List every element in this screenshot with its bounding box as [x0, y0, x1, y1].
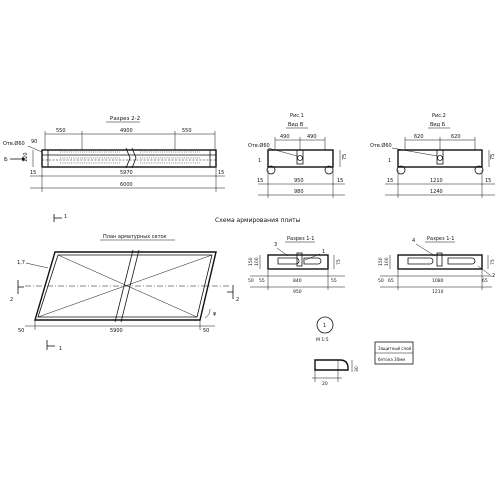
- dim-65-left: 65: [388, 278, 394, 284]
- dim-15-right: 15: [485, 178, 491, 184]
- dim-75: 75: [490, 259, 496, 265]
- detail-marker-circle: [316, 316, 334, 334]
- pos-1-7: 1,7: [17, 260, 25, 266]
- plan-mesh: План арматурных сеток 1 1,7 2 2 φ 50: [10, 214, 239, 352]
- dim-950: 950: [294, 178, 304, 184]
- detail-profile: [314, 359, 349, 371]
- dim-5970: 5970: [120, 170, 133, 176]
- cut-2-left: 2: [10, 297, 13, 303]
- dim-550-right: 550: [182, 128, 192, 134]
- dim-15-left: 15: [30, 170, 36, 176]
- dim-5900: 5900: [110, 328, 123, 334]
- dim-1240: 1240: [430, 189, 443, 195]
- cut-1-top: 1: [64, 214, 67, 220]
- section-2-2: Разрез 2-2 550 4900 550 Отв.Ø60 90 120 Б: [3, 116, 225, 192]
- dim-90: 90: [31, 139, 37, 145]
- dim-840: 840: [293, 278, 302, 284]
- dim-55-left: 55: [259, 278, 265, 284]
- cut-1-1-a-title: Разрез 1-1: [287, 236, 314, 242]
- dim-620-right: 620: [451, 134, 461, 140]
- pos-3: 3: [274, 242, 277, 248]
- cut-1-1-b: Разрез 1-1 4 2 150 100 75 50 65 1080 65 …: [378, 236, 496, 295]
- phi-label: φ: [213, 311, 217, 317]
- hole-label: Отв.Ø60: [370, 142, 392, 149]
- hole-label: Отв.Ø60: [3, 140, 25, 147]
- dim-1080: 1080: [432, 278, 444, 284]
- dim-50-right: 50: [203, 328, 209, 334]
- note-box: Защитный слой бетона 30мм: [374, 341, 414, 365]
- detail-1: 1 М 1:5 20 30: [312, 316, 360, 387]
- section-2-2-title: Разрез 2-2: [110, 116, 140, 122]
- dim-100: 100: [254, 257, 260, 266]
- dim-980: 980: [294, 189, 304, 195]
- dim-950: 950: [293, 289, 302, 295]
- plan-title: План арматурных сеток: [103, 234, 167, 240]
- dim-620-left: 620: [414, 134, 424, 140]
- fig-1-title: Рис.1: [290, 113, 304, 119]
- fig-2-plate: [397, 149, 483, 168]
- cut-1-1-b-body: [397, 254, 483, 270]
- dim-20: 20: [322, 381, 328, 387]
- cut-1-1-a: Разрез 1-1 3 1 150 100 75 50 55 840 55 9…: [248, 236, 345, 295]
- pos-4: 4: [412, 238, 415, 244]
- cut-1-1-b-title: Разрез 1-1: [427, 236, 454, 242]
- pos-2: 2: [492, 273, 495, 279]
- dim-75: 75: [490, 154, 496, 160]
- note-line-2: бетона 30мм: [378, 357, 405, 362]
- cut-1-1-a-body: [267, 254, 329, 270]
- dim-550-left: 550: [56, 128, 66, 134]
- dim-120: 120: [23, 152, 29, 162]
- slab-section: [41, 149, 217, 168]
- dim-15-left: 15: [257, 178, 263, 184]
- fig-2: Рис.2 Вид Б 620 620 Отв.Ø60 75 1 15 1210…: [370, 113, 496, 198]
- dim-4900: 4900: [120, 128, 133, 134]
- dim-50-left: 50: [18, 328, 24, 334]
- fig-2-view: Вид Б: [430, 122, 446, 128]
- view-b-label: Б: [4, 157, 8, 163]
- fig-1-plate: [267, 149, 334, 168]
- dim-65-right: 65: [482, 278, 488, 284]
- detail-scale: М 1:5: [316, 337, 329, 343]
- dim-1210: 1210: [432, 289, 444, 295]
- cut-2-right: 2: [236, 297, 239, 303]
- dim-490-left: 490: [280, 134, 290, 140]
- pos-1: 1: [258, 158, 261, 164]
- dim-50: 50: [378, 278, 384, 284]
- dim-15-left: 15: [387, 178, 393, 184]
- dim-50: 50: [248, 278, 254, 284]
- fig-2-title: Рис.2: [432, 113, 446, 119]
- pos-1: 1: [322, 249, 325, 255]
- fig-1-view: Вид В: [288, 122, 304, 128]
- detail-number: 1: [323, 323, 326, 329]
- dim-150: 150: [378, 257, 384, 266]
- dim-55-right: 55: [331, 278, 337, 284]
- note-line-1: Защитный слой: [378, 346, 412, 351]
- scheme-title: Схема армирования плиты: [215, 217, 301, 224]
- dim-1210: 1210: [430, 178, 443, 184]
- dim-150: 150: [248, 257, 254, 266]
- dim-30: 30: [354, 366, 360, 372]
- dim-75: 75: [336, 259, 342, 265]
- dim-15-right: 15: [337, 178, 343, 184]
- fig-1: Рис.1 Вид В 490 490 Отв.Ø60 75 1 15 950 …: [248, 113, 348, 198]
- hole-label: Отв.Ø60: [248, 142, 270, 149]
- dim-490-right: 490: [307, 134, 317, 140]
- dim-75: 75: [342, 154, 348, 160]
- dim-15-right: 15: [218, 170, 224, 176]
- cut-1-bottom: 1: [59, 346, 62, 352]
- dim-100: 100: [384, 257, 390, 266]
- dim-6000: 6000: [120, 182, 133, 188]
- pos-1: 1: [388, 158, 391, 164]
